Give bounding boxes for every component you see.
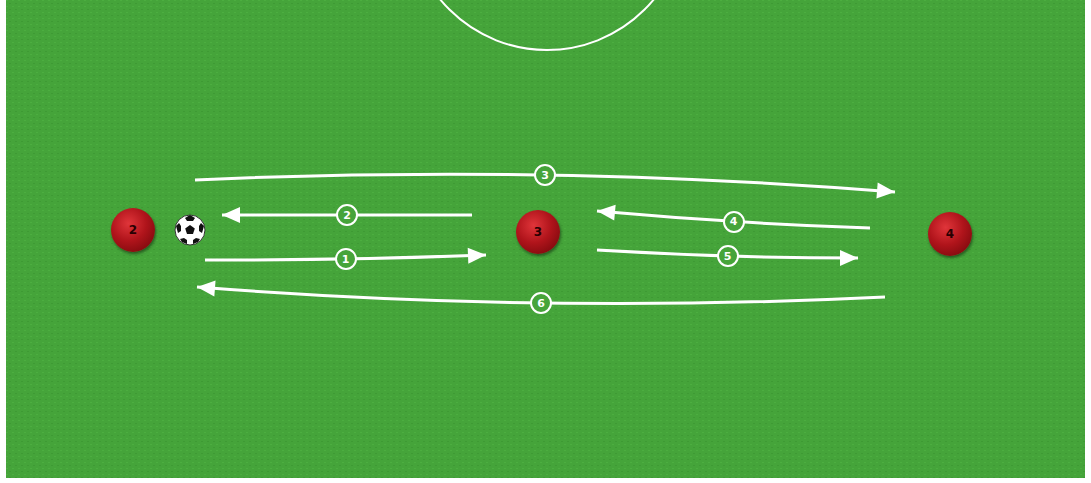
grass — [6, 0, 1085, 478]
step-number: 4 — [723, 211, 745, 233]
step-number: 2 — [336, 204, 358, 226]
player-marker: 3 — [516, 210, 560, 254]
player-number: 2 — [129, 224, 137, 236]
player-number: 4 — [946, 228, 954, 240]
step-number: 6 — [530, 292, 552, 314]
soccer-ball — [175, 215, 205, 245]
step-number: 5 — [717, 245, 739, 267]
step-number: 1 — [335, 248, 357, 270]
player-marker: 4 — [928, 212, 972, 256]
centre-circle — [409, 0, 685, 50]
player-marker: 2 — [111, 208, 155, 252]
step-number: 3 — [534, 164, 556, 186]
player-number: 3 — [534, 226, 542, 238]
